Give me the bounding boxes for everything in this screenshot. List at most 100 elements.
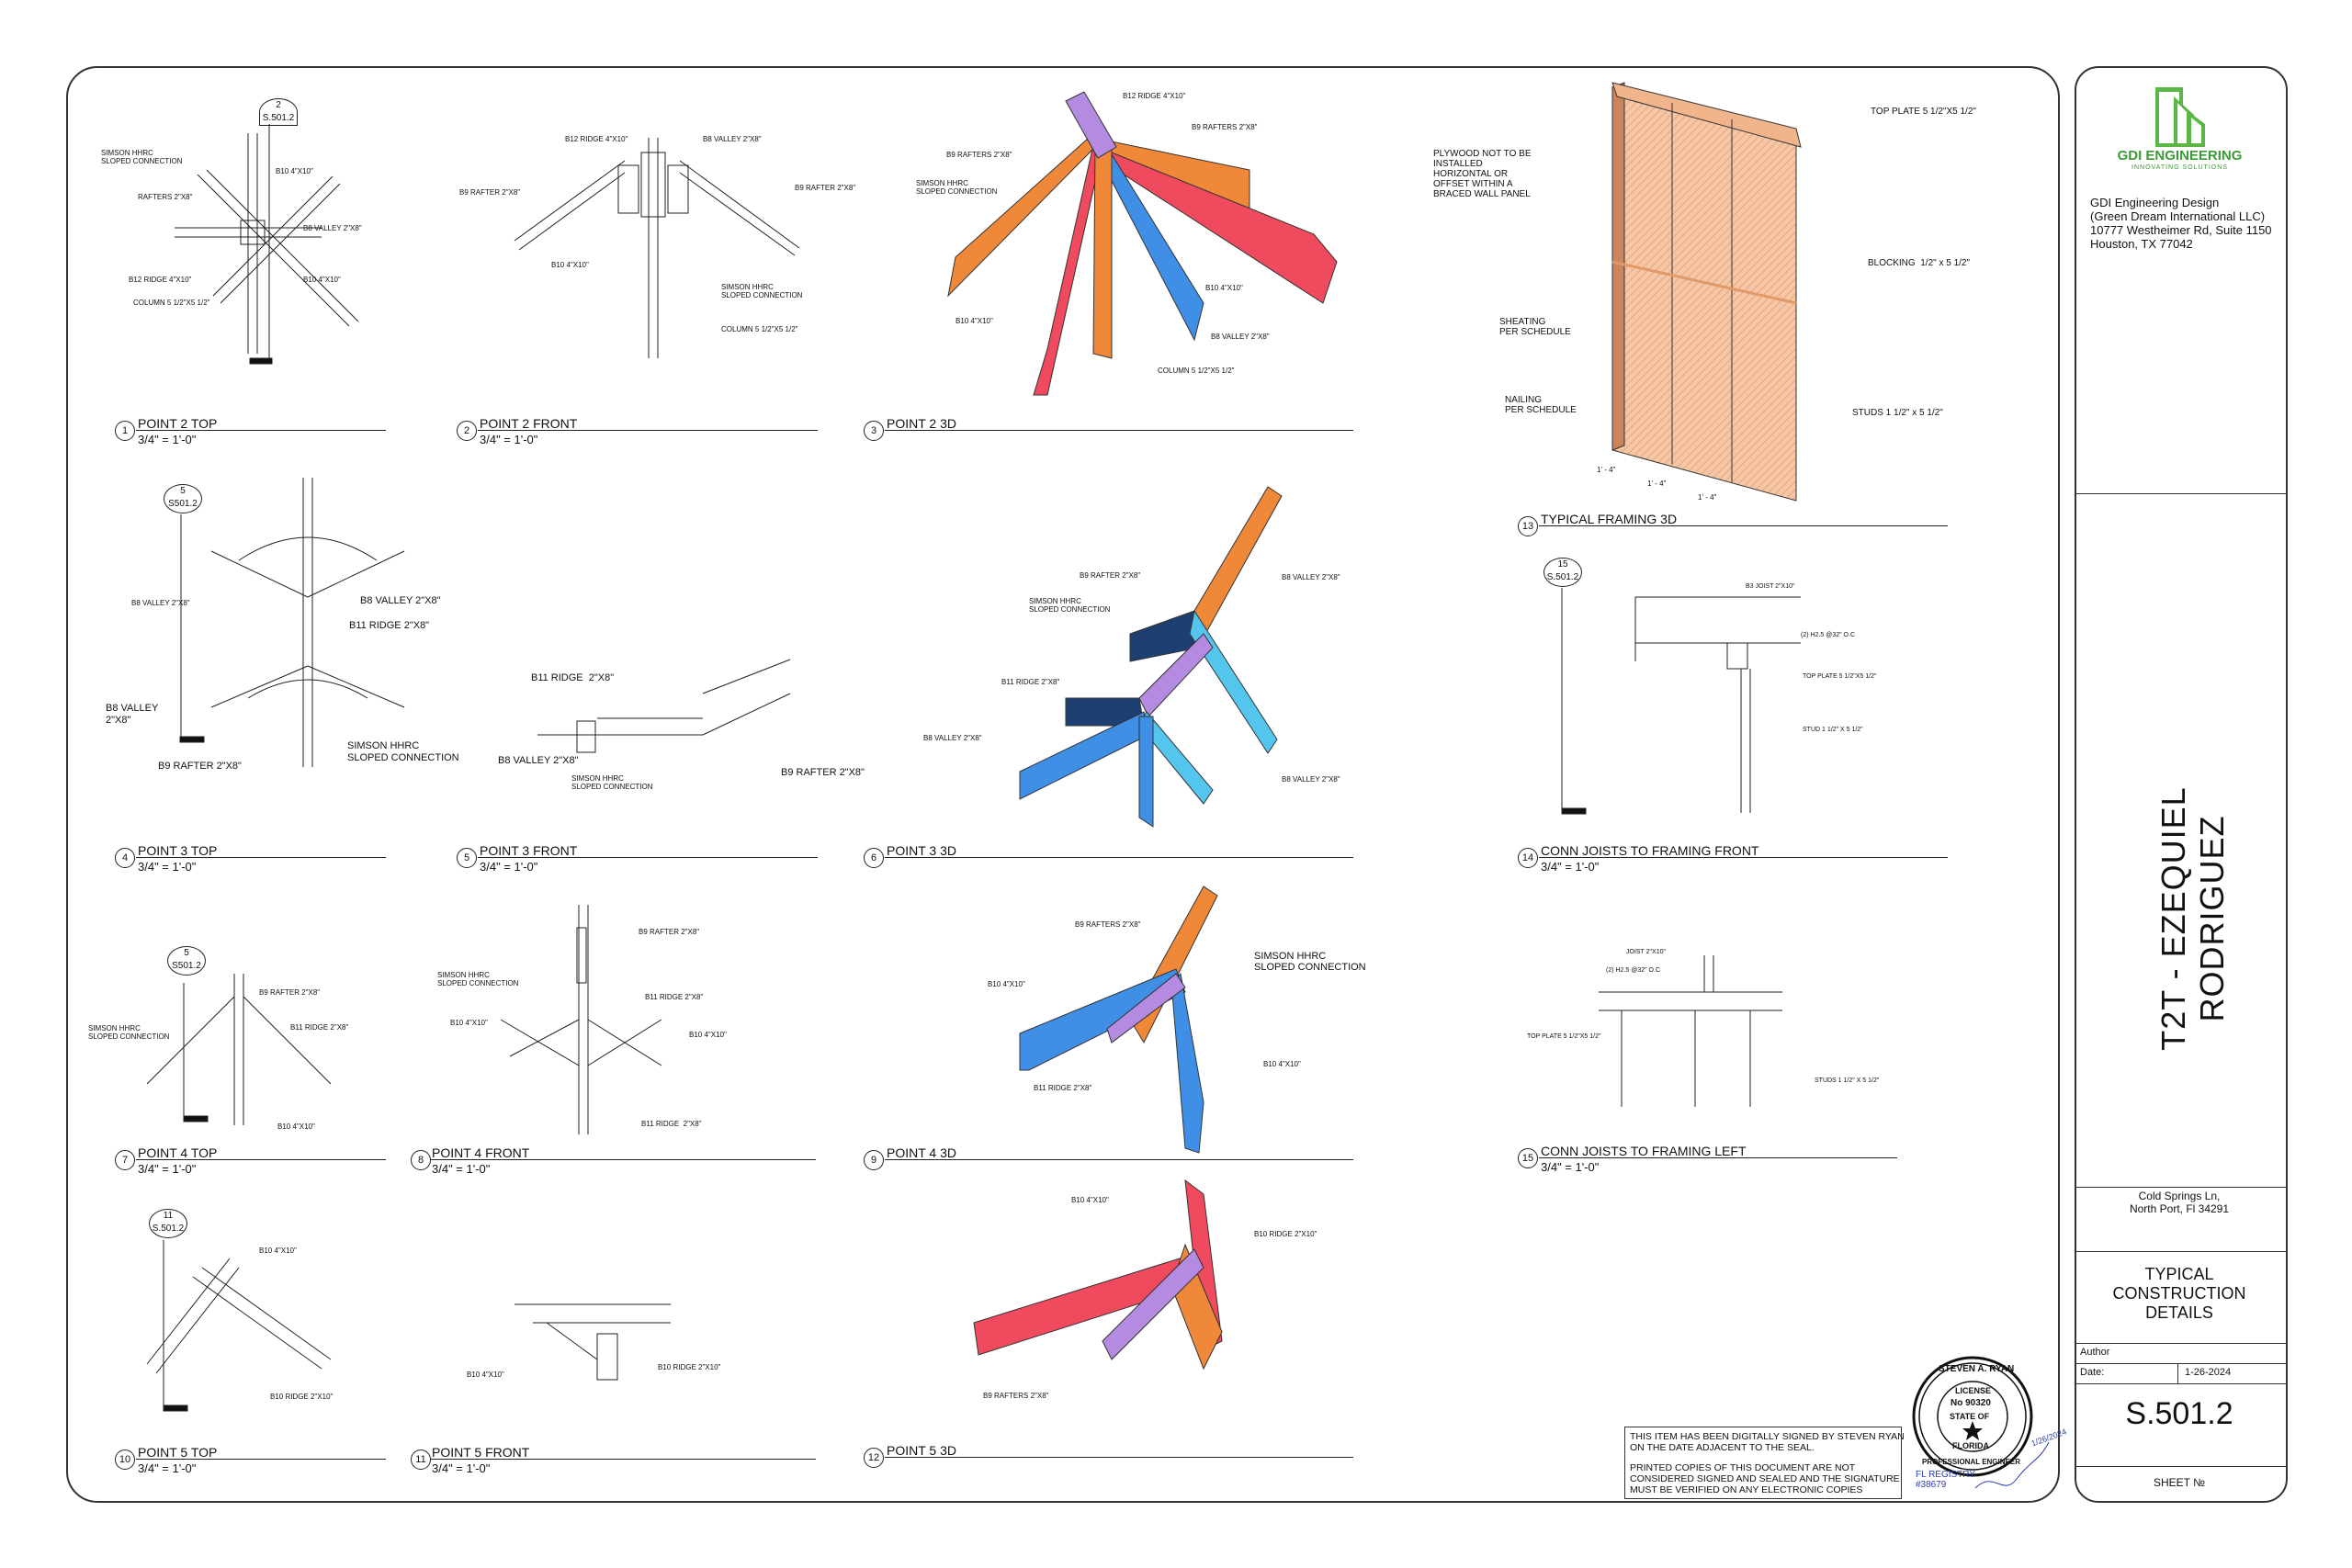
view-title-line [1539,857,1948,858]
v1-label: COLUMN 5 1/2"X5 1/2" [133,299,210,307]
v2-label: B10 4"X10" [551,261,589,269]
v2-label: B9 RAFTER 2"X8" [459,188,521,197]
v13-label: STUDS 1 1/2" x 5 1/2" [1852,408,1943,418]
view-title-3: POINT 2 3D [887,416,956,431]
tb-divider [2076,1343,2286,1344]
v3-label: B10 4"X10" [956,317,993,325]
v15-label: STUDS 1 1/2" X 5 1/2" [1815,1077,1880,1084]
logo-tagline: INNOVATING SOLUTIONS [2132,164,2228,171]
v7-label: B10 4"X10" [277,1122,315,1131]
v13-label: BLOCKING 1/2" x 5 1/2" [1868,258,1971,268]
view-11-drawing [514,1303,671,1381]
v5-label: B11 RIDGE 2"X8" [531,672,615,683]
v14-label: B3 JOIST 2"X10" [1746,583,1795,590]
seal-florida: FLORIDA [1952,1441,1989,1450]
v9-label: SIMSON HHRC SLOPED CONNECTION [1254,951,1366,973]
v1-label: B10 4"X10" [276,167,313,175]
v6-label: B8 VALLEY 2"X8" [1282,573,1340,581]
sheet-title: TYPICAL CONSTRUCTION DETAILS [2112,1265,2246,1322]
view-title-line [1539,525,1948,526]
view-title-line [136,857,386,858]
date-value: 1-26-2024 [2185,1367,2232,1378]
view-13-drawing [1611,82,1802,502]
view-scale-5: 3/4" = 1'-0" [480,860,538,874]
view-title-2: POINT 2 FRONT [480,416,578,431]
v5-label: B9 RAFTER 2"X8" [781,767,865,778]
v13-label: SHEATING PER SCHEDULE [1499,317,1571,337]
view-4-drawing [179,478,405,767]
v5-label: SIMSON HHRC SLOPED CONNECTION [571,774,653,791]
v3-label: B12 RIDGE 4"X10" [1123,92,1186,100]
view-title-line [430,1159,816,1160]
tb-divider [2076,1251,2286,1252]
view-title-6: POINT 3 3D [887,843,956,858]
v2-label: B8 VALLEY 2"X8" [703,135,762,143]
view-scale-10: 3/4" = 1'-0" [138,1461,197,1475]
view-9-drawing [1019,886,1218,1154]
view-1-drawing [175,124,359,365]
fl-registry: FL REGISTRY #38679 [1916,1470,1976,1490]
view-title-line [136,430,386,431]
v13-label: NAILING PER SCHEDULE [1505,395,1577,415]
view-3-drawing [947,91,1338,396]
printed-copies-note: PRINTED COPIES OF THIS DOCUMENT ARE NOT … [1630,1462,1900,1495]
view-title-line [885,1457,1353,1458]
view-14-drawing [1561,588,1801,815]
v8-label: B10 4"X10" [689,1031,727,1039]
title-block [2075,66,2288,1503]
view-title-line [1539,1157,1897,1158]
v13-label: PLYWOOD NOT TO BE INSTALLED HORIZONTAL O… [1433,149,1532,199]
v7-label: B11 RIDGE 2"X8" [290,1023,349,1032]
view-number-10: 10 [115,1450,135,1470]
v11-label: B10 4"X10" [467,1371,504,1379]
v6-label: B9 RAFTER 2"X8" [1080,571,1141,580]
tb-divider [2076,1383,2286,1384]
view-title-7: POINT 4 TOP [138,1145,218,1160]
seal-icon [1912,1356,2033,1477]
v4-label: B11 RIDGE 2"X8" [349,620,430,631]
view-8-drawing [500,905,662,1134]
view-title-11: POINT 5 FRONT [432,1445,530,1460]
tb-divider [2076,493,2286,494]
view-title-14: CONN JOISTS TO FRAMING FRONT [1541,843,1759,858]
sheet-label: SHEET № [2154,1476,2205,1489]
view-number-6: 6 [864,848,884,868]
v8-label: B11 RIDGE 2"X8" [645,993,704,1001]
view-number-13: 13 [1518,516,1538,536]
signed-note: THIS ITEM HAS BEEN DIGITALLY SIGNED BY S… [1630,1431,1905,1453]
v12-label: B10 RIDGE 2"X10" [1254,1230,1317,1238]
view-scale-8: 3/4" = 1'-0" [432,1162,491,1176]
view-title-10: POINT 5 TOP [138,1445,218,1460]
view-6-drawing [1019,486,1283,828]
view-title-1: POINT 2 TOP [138,416,218,431]
view-title-15: CONN JOISTS TO FRAMING LEFT [1541,1144,1747,1158]
seal-name: STEVEN A. RYAN [1939,1364,2015,1374]
project-name: T2T - EZEQUIEL RODRIGUEZ [2154,786,2231,1051]
seal-state: STATE OF [1950,1412,1990,1421]
view-number-11: 11 [411,1450,431,1470]
v3-label: SIMSON HHRC SLOPED CONNECTION [916,179,998,196]
view-title-line [885,1159,1353,1160]
view-title-12: POINT 5 3D [887,1443,956,1458]
v14-label: TOP PLATE 5 1/2"X5 1/2" [1803,673,1877,680]
view-number-12: 12 [864,1448,884,1468]
v10-label: B10 RIDGE 2"X10" [270,1393,334,1401]
view-number-9: 9 [864,1150,884,1170]
view-title-line [885,857,1353,858]
seal-license: LICENSE [1955,1386,1992,1395]
view-title-5: POINT 3 FRONT [480,843,578,858]
view-scale-2: 3/4" = 1'-0" [480,433,538,446]
view-scale-4: 3/4" = 1'-0" [138,860,197,874]
view-title-9: POINT 4 3D [887,1145,956,1160]
v13-label: 1' - 4" [1597,466,1616,474]
v2-label: SIMSON HHRC SLOPED CONNECTION [721,283,803,299]
v12-label: B9 RAFTERS 2"X8" [983,1392,1049,1400]
logo-name: GDI ENGINEERING [2117,148,2243,164]
v4-label: SIMSON HHRC SLOPED CONNECTION [347,740,459,763]
